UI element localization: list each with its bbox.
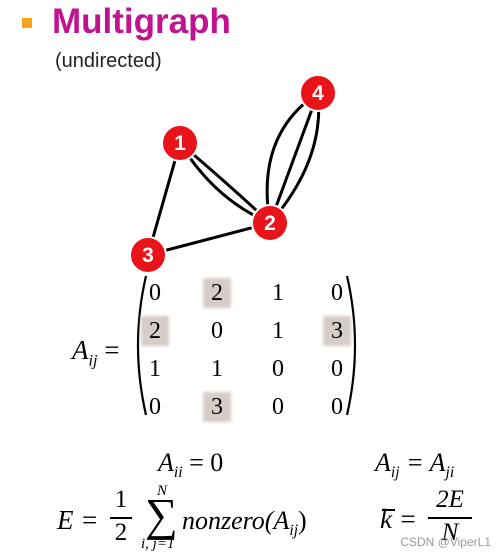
node-3-label: 3 [142,244,154,267]
matrix-cell-1-0: 2 [143,318,167,344]
matrix-cell-0-2: 1 [272,280,284,306]
nonzero-term: nonzero(Aij) [182,506,307,540]
node-4: 4 [299,74,337,112]
multigraph-diagram: 1 2 3 4 [129,74,337,274]
kbar-frac-bar [428,517,472,519]
matrix-cell-0-3: 0 [331,280,343,306]
sum-upper-limit: N [157,483,168,499]
edge-2-3 [146,221,272,257]
matrix-symbol: A [72,335,89,365]
edge-2-4-b [268,91,320,225]
sum-sigma: ∑ [145,489,178,540]
title-bullet [22,18,32,28]
matrix-equals: = [104,335,120,365]
page-title: Multigraph [52,2,231,41]
matrix-cell-3-3: 0 [331,394,343,420]
nonzero-close: ) [298,506,307,535]
aii-rhs: = 0 [189,448,224,477]
kbar-lhs: k = [380,504,417,534]
matrix-subscript: ij [88,351,98,370]
sum-lower-limit: i, j=1 [141,536,175,552]
matrix-cell-0-0: 0 [149,280,161,306]
matrix-cell-0-1: 2 [205,280,229,306]
matrix-cell-3-0: 0 [149,394,161,420]
aij-mid: = A [406,448,446,477]
aij-subscript: ij [390,464,400,482]
node-1-label: 1 [174,132,186,155]
aij-symbol: A [375,448,391,477]
kbar-overline [382,509,395,511]
node-3: 3 [129,236,167,274]
aji-subscript: ji [445,464,455,482]
node-2: 2 [251,204,289,242]
matrix-lhs: Aij = [72,335,119,370]
matrix-cell-2-0: 1 [149,356,161,382]
equation-symmetry: Aij = Aji [375,448,454,482]
kbar-frac-denominator: N [441,519,459,546]
graph-nodes: 1 2 3 4 [129,74,337,274]
kbar-frac-numerator: 2E [436,486,464,513]
matrix-cell-1-1: 0 [211,318,223,344]
edges-frac-denominator: 2 [114,519,128,546]
matrix-cell-3-2: 0 [272,394,284,420]
nonzero-subscript: ij [289,522,299,540]
edges-frac-numerator: 1 [114,486,128,513]
edges-frac-bar [110,517,132,519]
matrix-cell-2-3: 0 [331,356,343,382]
node-2-label: 2 [264,212,276,235]
page-subtitle: (undirected) [55,50,162,72]
matrix-cell-2-1: 1 [211,356,223,382]
equation-aii: Aii = 0 [158,448,223,482]
matrix-brackets [136,275,357,416]
watermark: CSDN @ViperL1 [400,535,491,549]
aii-symbol: A [158,448,174,477]
node-1: 1 [161,124,199,162]
node-4-label: 4 [312,82,324,105]
matrix-cell-1-2: 1 [272,318,284,344]
nonzero-func: nonzero(A [182,506,290,535]
matrix-cell-3-1: 3 [205,394,229,420]
matrix-cell-2-2: 0 [272,356,284,382]
matrix-cell-1-3: 3 [325,318,349,344]
aii-subscript: ii [173,464,183,482]
edges-lhs: E = [57,505,99,535]
edge-1-3 [146,141,182,257]
